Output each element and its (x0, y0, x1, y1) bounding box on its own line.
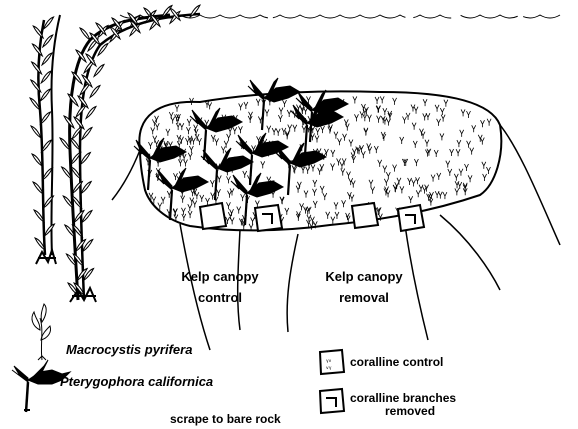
kelp-frond-icon (44, 17, 54, 29)
quadrat-control-b (352, 203, 378, 228)
kelp-frond-icon (40, 89, 50, 101)
macrocystis-icon (32, 304, 51, 360)
coralline-control-icon: ᵧᵥ ᵥᵧ (320, 350, 344, 374)
kelp-removal-label-line2: removal (314, 291, 414, 304)
kelp-frond-icon (45, 224, 55, 236)
quadrat-control-a (200, 203, 226, 229)
kelp-frond-icon (81, 182, 91, 194)
legend-macrocystis: Macrocystis pyrifera (66, 343, 192, 356)
kelp-frond-icon (32, 62, 42, 74)
kelp-frond-icon (43, 168, 53, 180)
legend-coralline-control: coralline control (350, 356, 443, 368)
kelp-frond-icon (94, 65, 104, 77)
kelp-frond-icon (74, 117, 84, 129)
kelp-frond-icon (31, 126, 41, 138)
kelp-frond-icon (80, 28, 90, 40)
kelp-control-label-line2: control (170, 291, 270, 304)
kelp-frond-icon (32, 154, 42, 166)
legend-coralline-removed-line2: removed (385, 405, 435, 417)
kelp-frond-icon (80, 153, 90, 165)
legend-pterygophora: Pterygophora californica (60, 375, 213, 388)
kelp-frond-icon (41, 71, 51, 83)
kelp-frond-icon (70, 138, 80, 150)
coralline-removed-icon (320, 389, 344, 413)
kelp-frond-icon (86, 107, 96, 119)
legend-coralline-removed-line1: coralline branches (350, 392, 456, 404)
kelp-control-label-line1: Kelp canopy (170, 270, 270, 283)
quadrat-removed-b (398, 205, 424, 231)
kelp-frond-icon (90, 86, 100, 98)
legend-scrape: scrape to bare rock (170, 413, 281, 425)
kelp-removal-label-line1: Kelp canopy (314, 270, 414, 283)
kelp-frond-icon (42, 53, 52, 65)
quadrat-removed-a (255, 205, 282, 231)
kelp-frond-icon (33, 182, 43, 194)
kelp-frond-icon (41, 112, 51, 124)
kelp-frond-icon (43, 35, 53, 47)
kelp-frond-icon (82, 128, 92, 140)
svg-text:ᵥᵧ: ᵥᵧ (326, 363, 332, 371)
